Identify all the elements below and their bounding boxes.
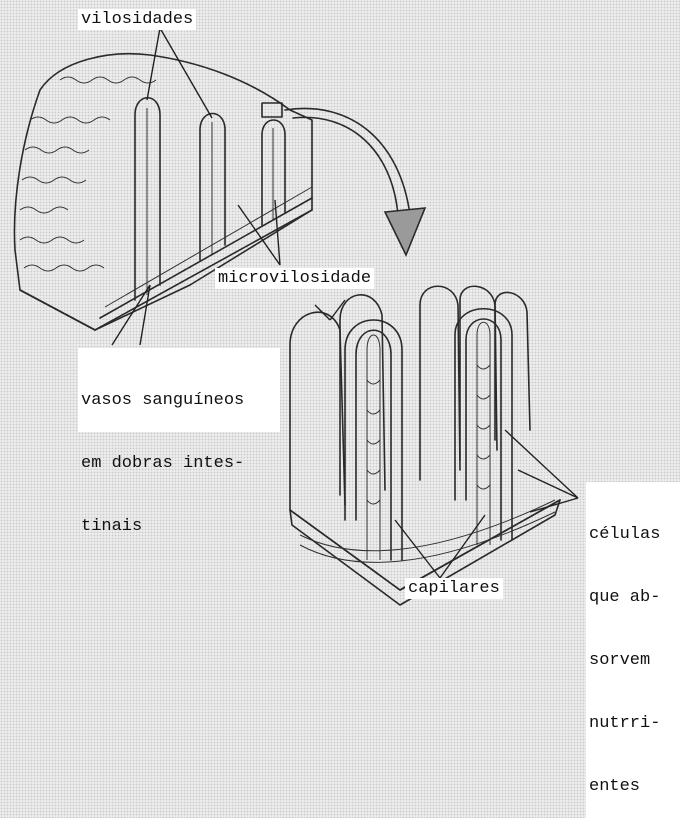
label-absorbing-cells-line-3: sorvem [589, 650, 677, 671]
label-absorbing-cells-line-2: que ab- [589, 587, 677, 608]
label-absorbing-cells: células que ab- sorvem nutrri- entes [586, 482, 680, 818]
magnify-arrow [285, 108, 425, 255]
label-blood-vessels: vasos sanguíneos em dobras intes- tinais [78, 348, 280, 432]
enlarged-villi-block [290, 286, 560, 605]
label-absorbing-cells-line-1: células [589, 524, 677, 545]
label-absorbing-cells-line-5: entes [589, 776, 677, 797]
label-capillaries: capilares [405, 578, 503, 599]
label-blood-vessels-line-1: vasos sanguíneos [81, 390, 277, 411]
label-blood-vessels-line-3: tinais [81, 516, 277, 537]
label-microvilli: microvilosidade [215, 268, 374, 289]
label-blood-vessels-line-2: em dobras intes- [81, 453, 277, 474]
label-villi: vilosidades [78, 9, 196, 30]
label-absorbing-cells-line-4: nutrri- [589, 713, 677, 734]
